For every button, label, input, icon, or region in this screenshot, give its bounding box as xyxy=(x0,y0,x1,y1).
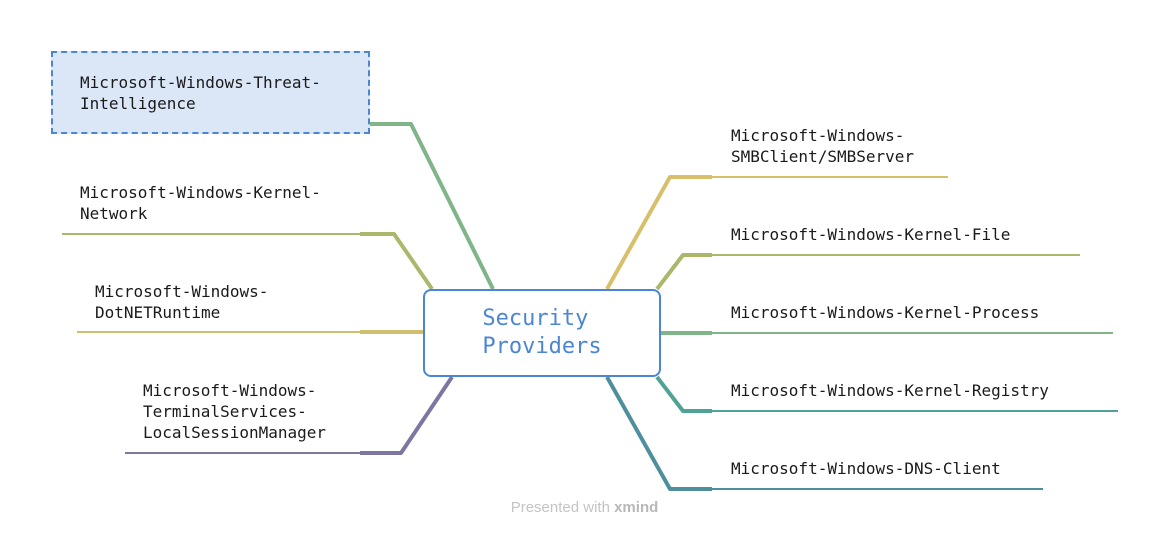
central-topic-label: Security Providers xyxy=(482,306,602,359)
connector-branch-right-0 xyxy=(605,175,712,290)
topic-kernel-network[interactable]: Microsoft-Windows-Kernel- Network xyxy=(80,183,321,223)
connector-branch-right-4 xyxy=(605,376,712,491)
topic-kernel-registry[interactable]: Microsoft-Windows-Kernel-Registry xyxy=(731,381,1049,400)
topic-terminal-services[interactable]: Microsoft-Windows- TerminalServices- Loc… xyxy=(143,381,327,442)
topic-dotnet-runtime[interactable]: Microsoft-Windows- DotNETRuntime xyxy=(95,282,269,322)
connector-branch-left-3 xyxy=(360,375,454,455)
topic-kernel-file[interactable]: Microsoft-Windows-Kernel-File xyxy=(731,225,1011,244)
connector-branch-right-3 xyxy=(655,375,712,413)
selected-topic-highlight[interactable] xyxy=(51,51,370,134)
footer-prefix: Presented with xyxy=(510,499,615,516)
connector-branch-right-1 xyxy=(655,253,712,291)
xmind-logo-text: xmind xyxy=(614,499,659,516)
topic-threat-intelligence[interactable]: Microsoft-Windows-Threat- Intelligence xyxy=(80,73,321,113)
topic-dns-client[interactable]: Microsoft-Windows-DNS-Client xyxy=(731,459,1001,478)
topic-kernel-process[interactable]: Microsoft-Windows-Kernel-Process xyxy=(731,303,1040,322)
central-topic[interactable]: Security Providers xyxy=(423,289,661,377)
connector-branch-left-0 xyxy=(360,122,495,290)
footer-credit: Presented with xmind xyxy=(0,499,1169,516)
topic-smb-client-server[interactable]: Microsoft-Windows- SMBClient/SMBServer xyxy=(731,126,915,166)
connector-branch-left-1 xyxy=(360,232,434,291)
